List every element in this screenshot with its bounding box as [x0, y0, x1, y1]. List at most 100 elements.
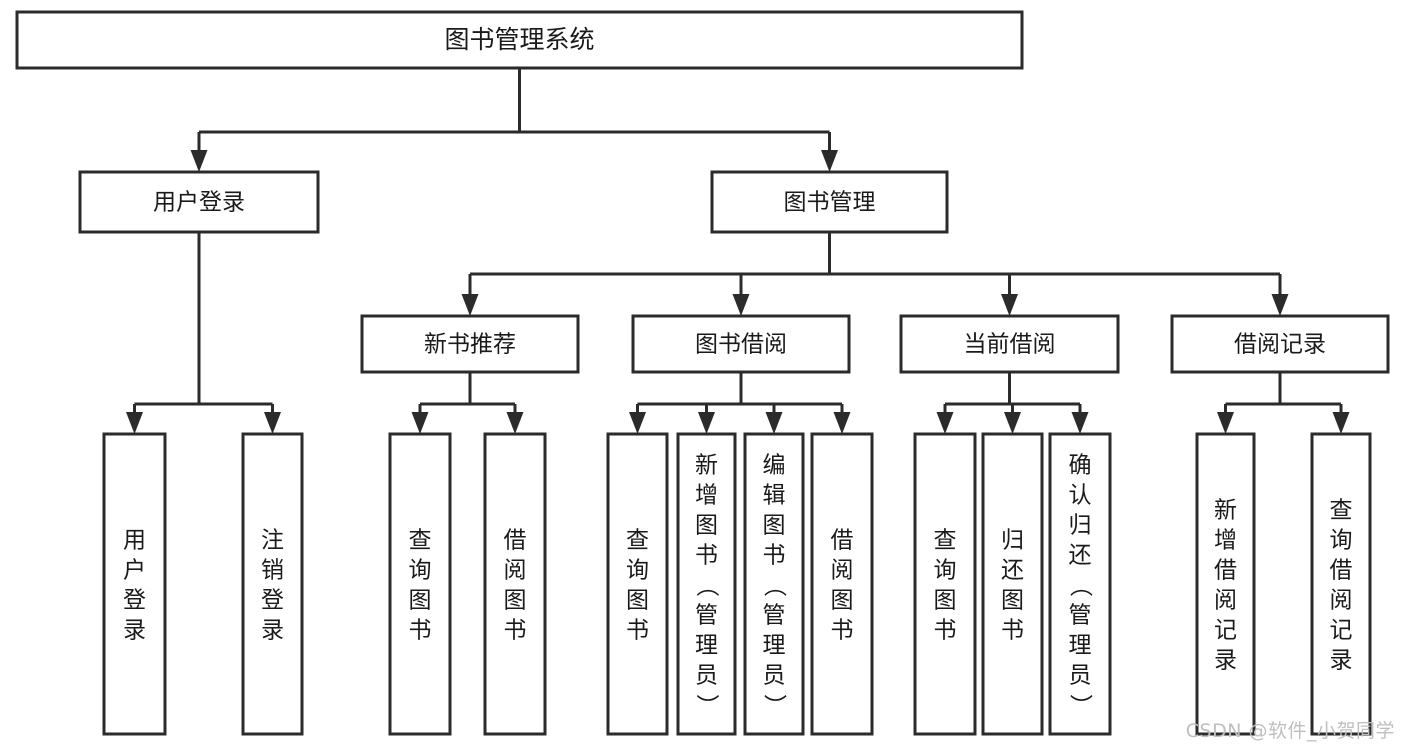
label-char: 用: [123, 527, 146, 553]
label-char: 借: [831, 527, 854, 553]
node-leaf-user-login[interactable]: 用户登录: [102, 432, 167, 736]
node-borrow-record[interactable]: 借阅记录: [1170, 314, 1390, 374]
node-box-leaf-borrow-book[interactable]: [810, 432, 874, 736]
node-current-borrow[interactable]: 当前借阅: [899, 314, 1120, 374]
label-char: 询: [934, 557, 957, 583]
node-box-leaf-query-borrow-record[interactable]: [1310, 432, 1372, 736]
node-box-leaf-borrow-book-recommend[interactable]: [483, 432, 547, 736]
arrow-head-icon: [264, 412, 281, 434]
label-char: 书: [831, 617, 854, 643]
connector-group-new-book-recommend: [411, 372, 524, 434]
label-char: 理: [695, 632, 718, 658]
arrow-head-icon: [936, 412, 954, 434]
arrow-head-icon: [1071, 412, 1089, 434]
arrow-head-icon: [698, 412, 715, 434]
connector-group-current-borrow: [936, 372, 1089, 434]
label-char: 阅: [1214, 587, 1237, 613]
label-char: 新: [1214, 497, 1237, 523]
node-label-current-borrow: 当前借阅: [964, 332, 1056, 358]
label-char: 书: [695, 542, 718, 568]
node-box-current-borrow[interactable]: [899, 314, 1120, 374]
node-box-leaf-confirm-return-admin[interactable]: [1048, 432, 1112, 736]
arrow-head-icon: [629, 412, 646, 434]
label-char: （: [761, 574, 787, 597]
label-char: 借: [504, 527, 527, 553]
node-box-leaf-user-login[interactable]: [102, 432, 167, 736]
node-box-book-borrow[interactable]: [631, 314, 851, 374]
label-char: 图: [504, 587, 527, 613]
node-box-leaf-query-book-borrow[interactable]: [606, 432, 669, 736]
node-box-leaf-add-book-admin[interactable]: [676, 432, 737, 736]
label-char: 记: [1330, 617, 1353, 643]
label-char: 登: [123, 587, 146, 613]
label-char: 图: [763, 512, 786, 538]
csdn-watermark: CSDN @软件_小贺同学: [1185, 720, 1395, 742]
node-box-book-manage[interactable]: [710, 170, 949, 234]
node-label-user-login: 用户登录: [153, 190, 245, 216]
label-char: 还: [1001, 557, 1024, 583]
node-book-borrow[interactable]: 图书借阅: [631, 314, 851, 374]
label-char: 查: [1330, 497, 1353, 523]
node-box-borrow-record[interactable]: [1170, 314, 1390, 374]
label-char: ）: [1067, 694, 1093, 717]
label-char: 录: [1214, 647, 1237, 673]
label-char: 图: [626, 587, 649, 613]
label-char: 户: [123, 557, 146, 583]
arrow-head-icon: [732, 294, 750, 316]
label-char: 录: [261, 617, 284, 643]
label-char: （: [694, 574, 720, 597]
node-label-book-borrow: 图书借阅: [695, 332, 787, 358]
node-box-leaf-return-book[interactable]: [981, 432, 1044, 736]
label-char: （: [1067, 574, 1093, 597]
connector-group-root: [190, 68, 838, 172]
label-char: 借: [1214, 557, 1237, 583]
node-box-leaf-query-book-recommend[interactable]: [388, 432, 452, 736]
node-label-root: 图书管理系统: [444, 25, 594, 54]
label-char: 询: [409, 557, 432, 583]
label-char: 书: [934, 617, 957, 643]
node-new-book-recommend[interactable]: 新书推荐: [360, 314, 580, 374]
node-label-borrow-record: 借阅记录: [1234, 332, 1326, 358]
node-box-leaf-add-borrow-record[interactable]: [1195, 432, 1256, 736]
node-user-login[interactable]: 用户登录: [78, 170, 320, 234]
label-char: 图: [695, 512, 718, 538]
label-char: 销: [261, 557, 284, 583]
arrow-head-icon: [411, 412, 429, 434]
node-box-root[interactable]: [15, 10, 1024, 70]
node-book-manage[interactable]: 图书管理: [710, 170, 949, 234]
label-char: 归: [1069, 512, 1092, 538]
label-char: 新: [695, 452, 718, 478]
node-box-new-book-recommend[interactable]: [360, 314, 580, 374]
node-box-user-login[interactable]: [78, 170, 320, 234]
node-box-leaf-logout[interactable]: [241, 432, 304, 736]
label-char: 增: [1214, 527, 1237, 553]
label-char: 查: [934, 527, 957, 553]
node-root[interactable]: 图书管理系统: [15, 10, 1024, 70]
arrow-head-icon: [461, 294, 479, 316]
node-box-leaf-query-book-current[interactable]: [913, 432, 977, 736]
label-char: 书: [504, 617, 527, 643]
label-char: 编: [763, 452, 786, 478]
label-char: 记: [1214, 617, 1237, 643]
node-layer: 图书管理系统用户登录图书管理新书推荐图书借阅当前借阅借阅记录用户登录注销登录查询…: [15, 10, 1390, 736]
node-box-leaf-edit-book-admin[interactable]: [743, 432, 805, 736]
